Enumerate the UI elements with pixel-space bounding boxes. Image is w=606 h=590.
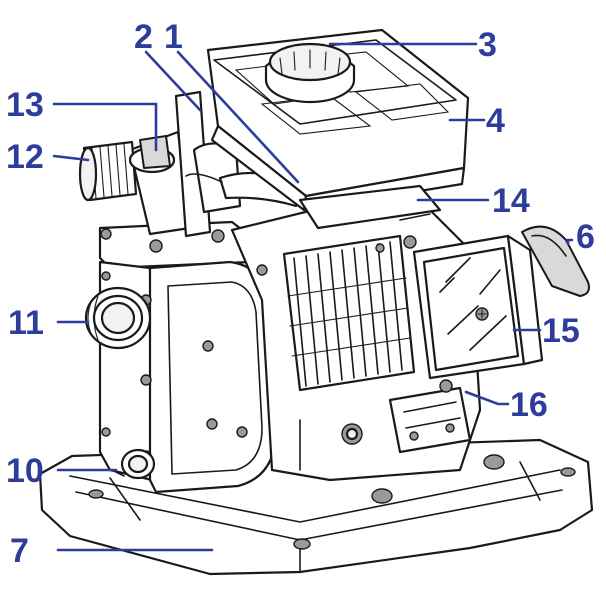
callout-3: 3 (478, 26, 497, 64)
callout-numbers: 1 2 3 4 6 7 10 11 12 13 14 15 16 (6, 18, 595, 570)
callout-2: 2 (134, 18, 153, 56)
callout-14: 14 (492, 182, 530, 220)
discharge-outlet (78, 130, 192, 236)
throttle-lever (298, 184, 442, 253)
callout-7: 7 (10, 532, 29, 570)
callout-16: 16 (510, 386, 548, 424)
suction-port (84, 286, 152, 350)
callout-6: 6 (576, 218, 595, 256)
muffler (412, 234, 544, 393)
callout-1: 1 (164, 18, 183, 56)
callout-10: 10 (6, 452, 44, 490)
priming-plug (128, 135, 176, 174)
callout-11: 11 (8, 304, 44, 342)
starter-handle (521, 225, 590, 297)
callout-4: 4 (486, 102, 505, 140)
drain-plug (111, 448, 156, 480)
callout-13: 13 (6, 86, 44, 124)
fuel-cap (264, 42, 356, 104)
callout-leaders (52, 42, 574, 552)
callout-15: 15 (542, 312, 580, 350)
callout-12: 12 (6, 138, 44, 176)
cylinder-fins (282, 234, 416, 392)
